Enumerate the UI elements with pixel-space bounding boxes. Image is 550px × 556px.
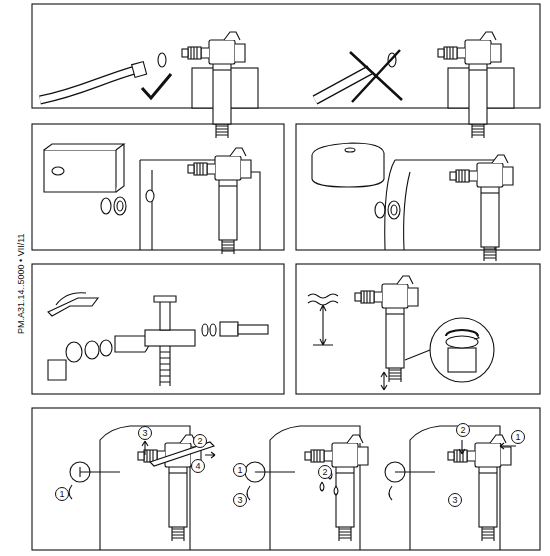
callout-number: 3 [138, 426, 152, 440]
level-arrow [313, 305, 333, 345]
inlet-tail [238, 325, 268, 334]
step-3 [385, 426, 516, 550]
document-code: PM.A31.14..5000 • VII/11 [16, 233, 26, 334]
float-arm [48, 298, 98, 316]
cistern [44, 150, 116, 192]
cross-mark [350, 50, 402, 102]
callout-number: 1 [55, 487, 69, 501]
callout-number: 1 [511, 430, 525, 444]
inlet-nut [220, 322, 238, 336]
step-1 [69, 426, 215, 550]
valve-housing [145, 330, 195, 346]
callout-number: 3 [233, 493, 247, 507]
callout-number: 2 [193, 434, 207, 448]
water-level [308, 294, 338, 305]
rotate-arrow [446, 330, 478, 336]
hose-nut [132, 62, 147, 78]
magnifier [430, 318, 494, 382]
height-arrow [381, 372, 387, 390]
step-2 [245, 426, 368, 550]
valve-head [115, 336, 149, 352]
rigid-pipe [315, 70, 370, 100]
valve-stem [160, 298, 170, 330]
callout-number: 2 [456, 423, 470, 437]
check-mark [142, 74, 171, 98]
panel [296, 264, 540, 394]
washer [158, 53, 166, 67]
cistern-lid [312, 143, 384, 187]
flexible-hose [40, 70, 135, 100]
callout-number: 2 [318, 465, 332, 479]
panel [32, 408, 540, 550]
callout-number: 3 [448, 493, 462, 507]
callout-number: 1 [233, 463, 247, 477]
panel [32, 124, 284, 250]
nut [48, 360, 66, 380]
panel [296, 124, 540, 250]
callout-number: 4 [191, 459, 205, 473]
panel [32, 264, 284, 394]
